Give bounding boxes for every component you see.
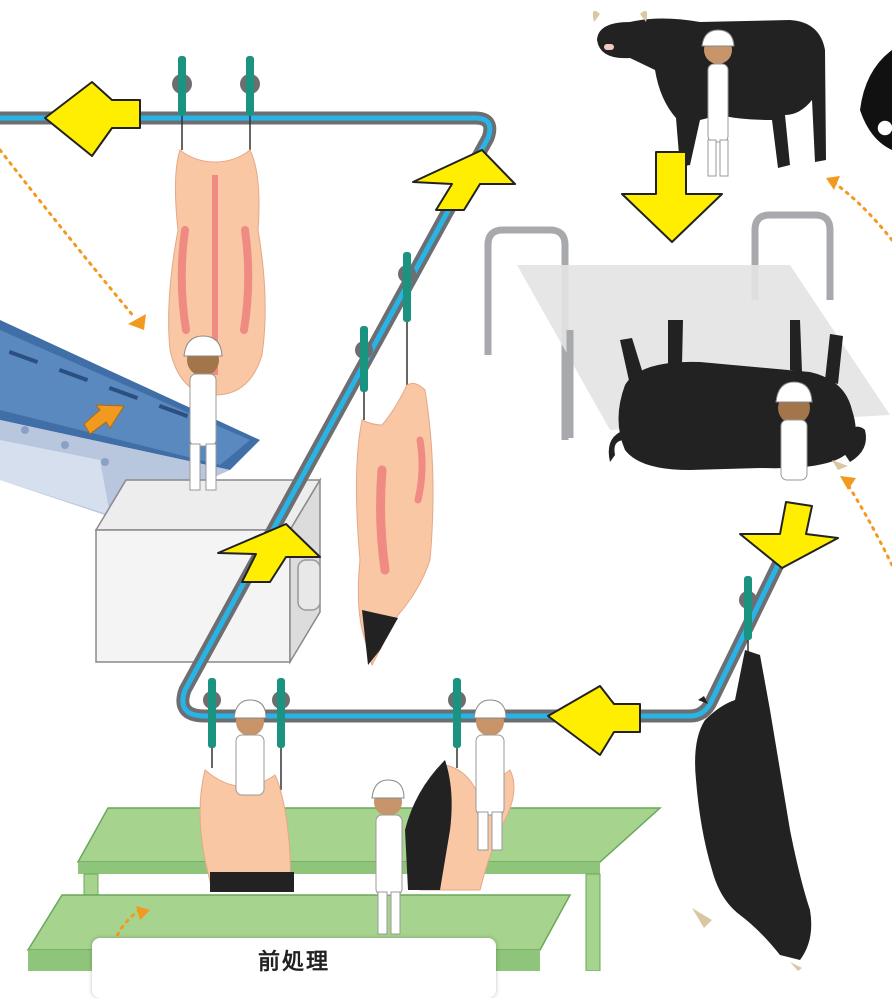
arrow-down-icon bbox=[740, 502, 838, 568]
hook-icon bbox=[203, 678, 221, 768]
arrow-up-icon bbox=[413, 150, 515, 210]
worker-lying-cattle bbox=[776, 382, 812, 480]
partial-figure-right-edge bbox=[860, 50, 892, 150]
caption-label: 前処理 bbox=[258, 944, 330, 976]
pointer-dot-icon bbox=[128, 314, 146, 330]
hanging-carcass-middle bbox=[356, 383, 433, 665]
pointer-dot-icon bbox=[840, 476, 856, 490]
arrow-left-icon bbox=[45, 82, 140, 156]
meat-processing-line-diagram bbox=[0, 0, 892, 971]
arrow-left-icon bbox=[548, 686, 640, 755]
hook-icon bbox=[240, 56, 260, 150]
hook-icon bbox=[398, 252, 416, 385]
hook-icon bbox=[272, 678, 290, 790]
arrow-down-icon bbox=[622, 152, 722, 242]
caption-box: 前処理 bbox=[92, 938, 496, 998]
hook-icon bbox=[448, 678, 466, 768]
pointer-dot-icon bbox=[826, 176, 840, 190]
hook-icon bbox=[172, 56, 192, 150]
